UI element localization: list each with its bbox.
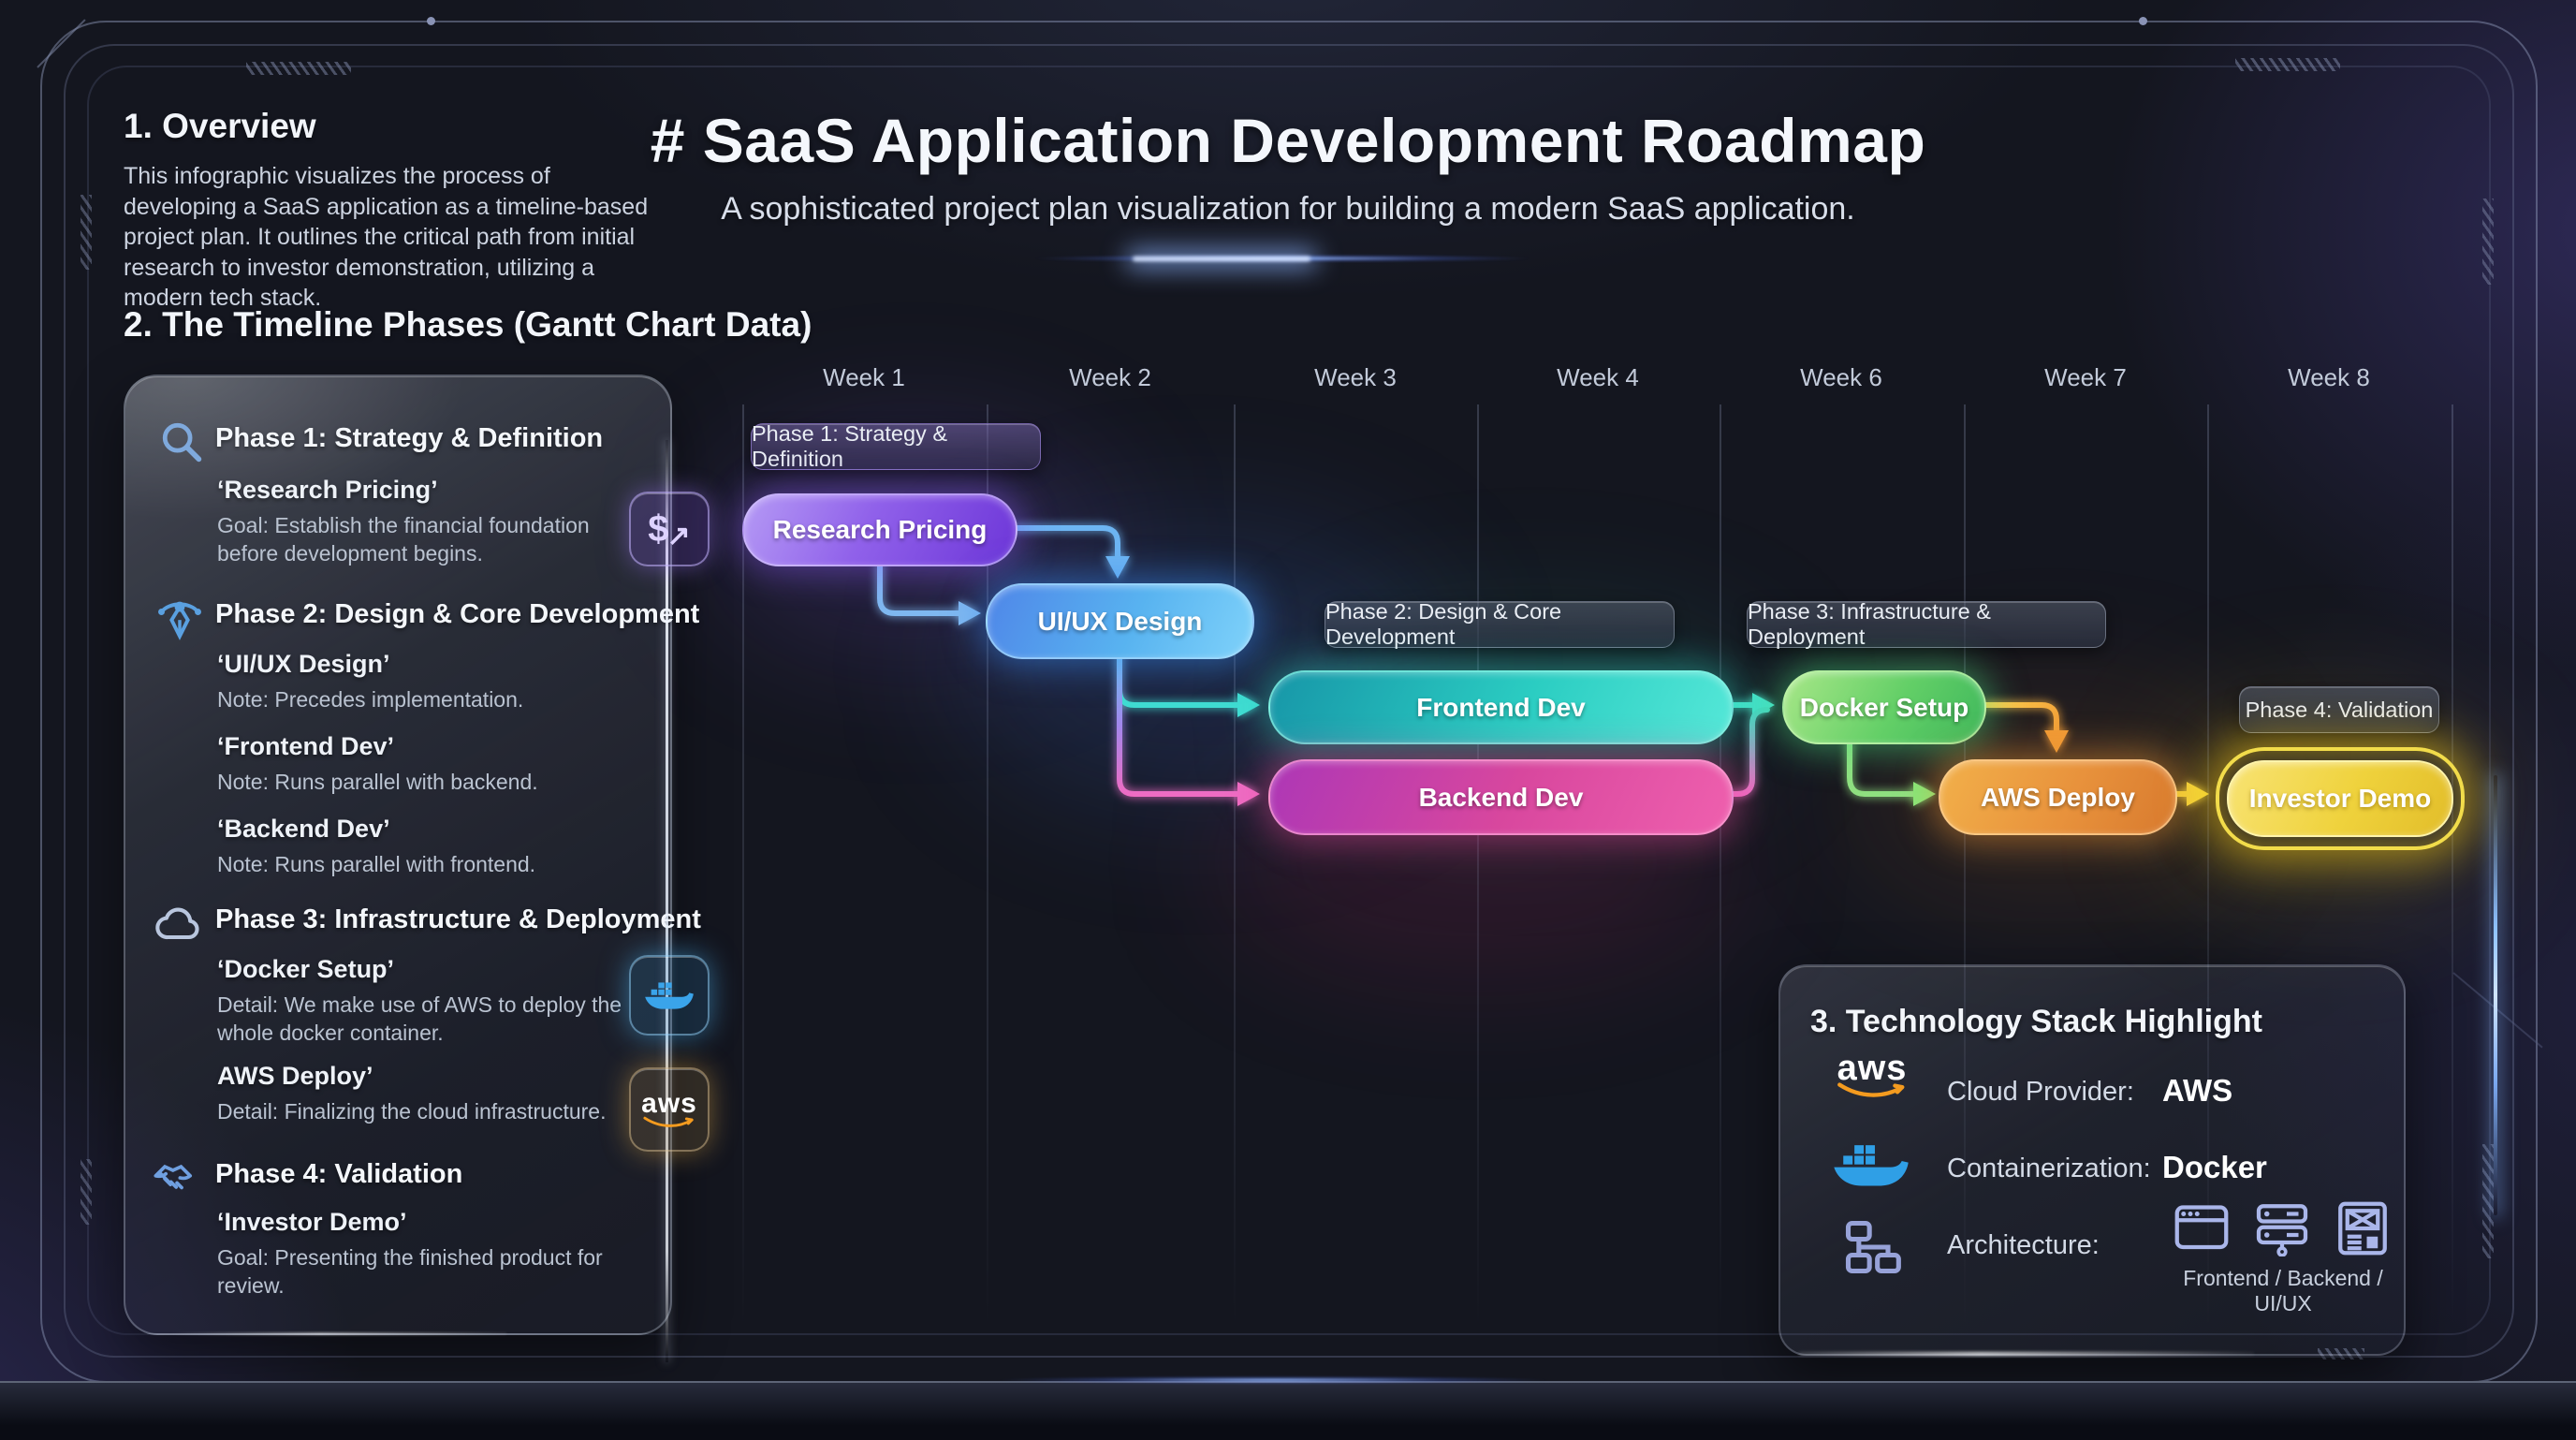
week-label: Week 7: [2044, 363, 2127, 391]
docker-icon: [629, 955, 710, 1036]
week-label: Week 2: [1069, 363, 1151, 391]
week-label: Week 1: [823, 363, 905, 391]
task-name: ‘Frontend Dev’: [217, 732, 395, 760]
bottom-strip: [0, 1381, 2576, 1440]
task-name: ‘Investor Demo’: [217, 1208, 407, 1236]
task-name: ‘Docker Setup’: [217, 955, 395, 983]
task-name: ‘Research Pricing’: [217, 476, 438, 504]
week-label: Week 8: [2288, 363, 2370, 391]
tech-label-container: Containerization:: [1947, 1153, 2151, 1183]
docker-icon: [1834, 1145, 1909, 1186]
gantt-bar-investor-demo: Investor Demo: [2216, 747, 2465, 850]
task-desc: Detail: Finalizing the cloud infrastruct…: [217, 1099, 607, 1124]
page-title: # SaaS Application Development Roadmap: [650, 106, 1926, 175]
gantt-bar-aws-deploy: AWS Deploy: [1939, 759, 2177, 835]
architecture-caption: Frontend / Backend / UI/UX: [2183, 1266, 2383, 1315]
architecture-icons: [2174, 1200, 2391, 1256]
frame-dot: [2139, 17, 2147, 25]
uiux-layout-icon: [2338, 1201, 2387, 1256]
phases-panel: [124, 375, 672, 1335]
hatch-decoration: [2235, 58, 2340, 71]
task-desc: Note: Runs parallel with backend.: [217, 770, 538, 794]
week-label: Week 4: [1557, 363, 1639, 391]
cloud-icon: [155, 907, 199, 940]
gridline: [1720, 404, 1721, 1327]
handshake-icon: [154, 1164, 193, 1190]
frontend-browser-icon: [2174, 1205, 2229, 1250]
phase-chip-3: Phase 3: Infrastructure & Deployment: [1747, 599, 2106, 649]
gantt-bar-research-pricing: Research Pricing: [742, 493, 1017, 566]
aws-word: aws: [641, 1087, 697, 1119]
tech-stack-box: [1778, 964, 2406, 1356]
phase-3-heading: Phase 3: Infrastructure & Deployment: [215, 904, 701, 934]
tech-stack-heading: 3. Technology Stack Highlight: [1810, 1004, 2262, 1039]
connector-rail: [666, 440, 668, 1362]
task-desc: Note: Runs parallel with frontend.: [217, 852, 536, 876]
lens-flare-core: [1133, 257, 1310, 261]
task-desc: Goal: Presenting the finished product fo…: [217, 1245, 603, 1299]
task-desc: Detail: We make use of AWS to deploy the…: [217, 992, 622, 1046]
phase-chip-1: Phase 1: Strategy & Definition: [751, 421, 1041, 471]
phase-chip-4: Phase 4: Validation: [2239, 686, 2439, 733]
page-subtitle: A sophisticated project plan visualizati…: [721, 191, 1855, 227]
gridline: [742, 404, 744, 1327]
arrow-glyph: ↗: [666, 520, 691, 551]
hatch-decoration: [80, 195, 92, 270]
phase-chip-2: Phase 2: Design & Core Development: [1325, 599, 1675, 649]
task-name: AWS Deploy’: [217, 1062, 373, 1090]
gridline: [1477, 404, 1479, 1327]
gridline: [2452, 404, 2453, 1327]
task-name: ‘UI/UX Design’: [217, 650, 390, 678]
pen-tool-icon: [158, 601, 201, 640]
dollar-glyph: $: [648, 507, 669, 550]
gantt-bar-uiux-design: UI/UX Design: [986, 583, 1254, 659]
tech-value-cloud: AWS: [2162, 1073, 2233, 1108]
phase-2-heading: Phase 2: Design & Core Development: [215, 599, 700, 629]
edge-light-accent: [2494, 775, 2497, 1215]
overview-heading: 1. Overview: [124, 107, 316, 145]
gantt-bar-frontend-dev: Frontend Dev: [1268, 670, 1734, 744]
tech-label-cloud: Cloud Provider:: [1947, 1077, 2134, 1107]
timeline-heading: 2. The Timeline Phases (Gantt Chart Data…: [124, 305, 812, 344]
bottom-lens-flare: [889, 1374, 1657, 1386]
aws-logo-word: aws: [1837, 1049, 1908, 1088]
hatch-decoration: [2482, 1144, 2494, 1258]
aws-logo-icon: aws: [1827, 1049, 1917, 1099]
hatch-decoration: [2482, 198, 2494, 285]
gridline: [1234, 404, 1236, 1327]
aws-icon: aws: [629, 1067, 710, 1152]
week-label: Week 6: [1800, 363, 1882, 391]
task-name: ‘Backend Dev’: [217, 815, 390, 843]
task-desc: Note: Precedes implementation.: [217, 687, 524, 712]
tech-label-architecture: Architecture:: [1947, 1230, 2100, 1260]
phase-1-heading: Phase 1: Strategy & Definition: [215, 423, 604, 453]
task-desc: Goal: Establish the financial foundation…: [217, 513, 590, 566]
backend-server-icon: [2256, 1204, 2308, 1256]
magnifier-icon: [162, 422, 202, 463]
gridline: [1964, 404, 1966, 1327]
investor-demo-label: Investor Demo: [2227, 760, 2453, 837]
phase-4-heading: Phase 4: Validation: [215, 1159, 463, 1189]
week-label: Week 3: [1314, 363, 1397, 391]
gridline: [987, 404, 988, 1327]
frame-dot: [427, 17, 435, 25]
architecture-icon: [1845, 1220, 1901, 1274]
gantt-bar-docker-setup: Docker Setup: [1782, 670, 1986, 744]
currency-exchange-icon: $ ↗: [629, 492, 710, 566]
gridline: [2207, 404, 2209, 1327]
tech-value-container: Docker: [2162, 1150, 2267, 1184]
gantt-bar-backend-dev: Backend Dev: [1268, 759, 1734, 835]
overview-paragraph: This infographic visualizes the process …: [124, 163, 649, 311]
hatch-decoration: [246, 62, 351, 75]
hatch-decoration: [80, 1159, 92, 1225]
